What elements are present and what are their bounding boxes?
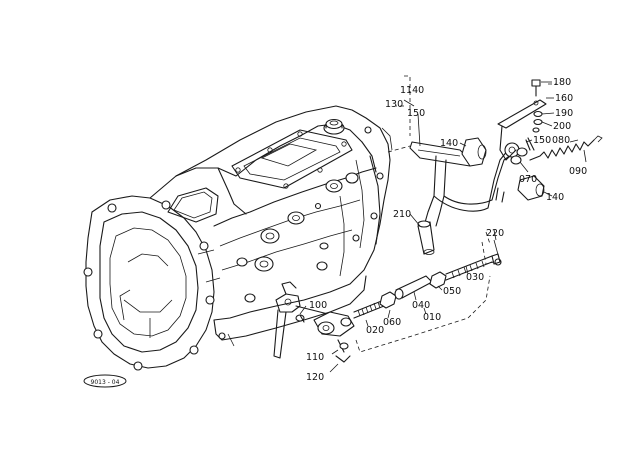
callout-180: 180 [553, 77, 571, 88]
callout-200: 200 [553, 121, 571, 132]
callout-010: 010 [423, 312, 441, 323]
drawing-code-text: 9013 - 04 [91, 379, 120, 386]
callout-130: 130 [385, 99, 403, 110]
dashed-assembly-brackets [355, 75, 556, 353]
clutch-housing [83, 195, 215, 371]
drawing-code-badge: 9013 - 04 [83, 374, 127, 388]
gearbox-case [149, 105, 393, 347]
callout-140: 140 [440, 138, 458, 149]
callout-160: 160 [555, 93, 573, 104]
clutch-rod-assembly [295, 253, 501, 363]
sleeve-210 [417, 220, 435, 255]
callout-060: 060 [383, 317, 401, 328]
callout-1140: 1140 [400, 85, 424, 96]
callout-070: 070 [519, 174, 537, 185]
leader-lines [299, 81, 587, 373]
callout-050: 050 [443, 286, 461, 297]
callout-040: 040 [412, 300, 430, 311]
callout-150: 150 [407, 108, 425, 119]
callout-100: 100 [309, 300, 327, 311]
callout-030: 030 [466, 272, 484, 283]
callout-190: 190 [555, 108, 573, 119]
callout-220: 220 [486, 228, 504, 239]
callout-110: 110 [306, 352, 324, 363]
callout-labels: 1140 130 150 140 180 160 190 200 150 080… [306, 77, 587, 383]
callout-120: 120 [306, 372, 324, 383]
clutch-pedal [409, 141, 520, 227]
callout-140-right: 140 [546, 192, 564, 203]
callout-210: 210 [393, 209, 411, 220]
callout-020: 020 [366, 325, 384, 336]
callout-080: 080 [552, 135, 570, 146]
callout-150-right: 150 [533, 135, 551, 146]
callout-090: 090 [569, 166, 587, 177]
